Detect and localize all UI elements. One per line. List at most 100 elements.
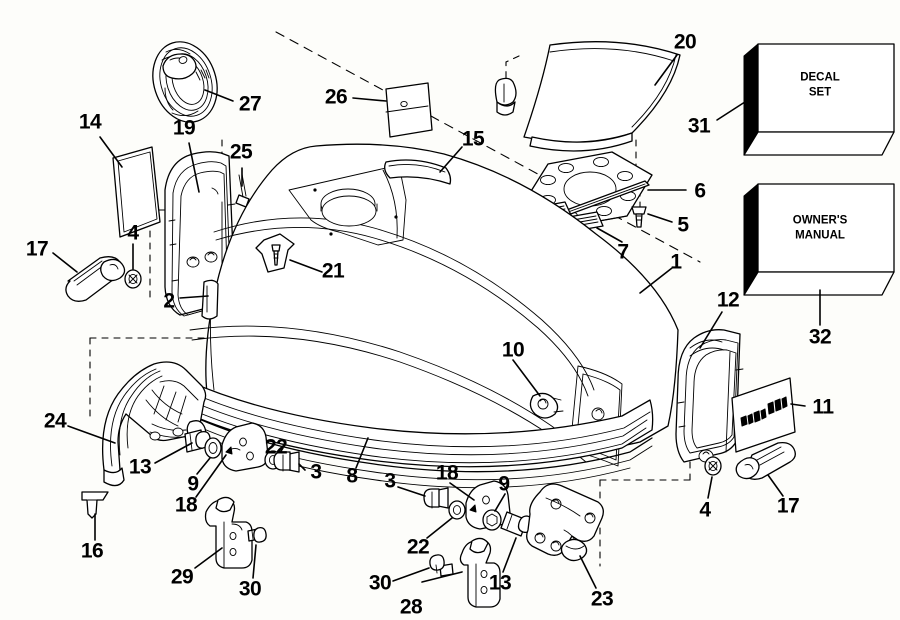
callout-22b: 22 <box>406 535 430 559</box>
leader-30-left <box>252 544 257 579</box>
callout-9b: 9 <box>498 472 510 496</box>
part-18-left-plate <box>221 422 269 472</box>
part-1-main-cowl <box>181 143 679 489</box>
callout-14: 14 <box>78 110 102 134</box>
owners-manual-box-label: OWNER'S MANUAL <box>792 214 848 241</box>
callout-18b: 18 <box>435 461 459 485</box>
callout-25: 25 <box>229 140 253 164</box>
part-30-left-screw <box>247 526 267 543</box>
callout-26: 26 <box>324 85 348 109</box>
leader-29 <box>194 547 223 569</box>
leader-10 <box>512 359 541 397</box>
leader-28 <box>421 571 463 583</box>
callout-3a: 3 <box>310 460 322 484</box>
leader-19 <box>188 142 200 193</box>
callout-13a: 13 <box>128 455 152 479</box>
callout-16: 16 <box>80 539 104 563</box>
leader-17-left <box>52 252 78 273</box>
part-16-mount <box>81 491 109 519</box>
part-4-right-grommet <box>704 456 722 476</box>
leader-5 <box>647 213 673 223</box>
leader-11 <box>790 403 806 407</box>
leader-12 <box>699 311 723 349</box>
part-14-panel <box>112 146 161 238</box>
leader-3-center <box>397 486 426 497</box>
part-9-left-washer <box>204 437 222 459</box>
part-24-bracket-arm <box>101 361 207 487</box>
callout-5: 5 <box>677 213 689 237</box>
callout-22a: 22 <box>264 435 288 459</box>
leader-3-left <box>298 463 306 471</box>
callout-24: 24 <box>43 409 67 433</box>
part-12-grille-panel <box>675 329 744 463</box>
leader-1 <box>639 267 673 294</box>
callout-8: 8 <box>346 464 358 488</box>
leader-13-left <box>154 442 193 464</box>
leader-14 <box>99 136 123 168</box>
callout-29: 29 <box>170 565 194 589</box>
leader-2 <box>179 295 209 299</box>
callout-6: 6 <box>694 179 706 203</box>
leader-8 <box>355 437 369 469</box>
part-19-grille-cover <box>164 151 240 319</box>
part-27-rope-coil <box>152 41 218 123</box>
callout-27: 27 <box>238 92 262 116</box>
leader-23 <box>579 555 597 589</box>
leader-9-center <box>494 493 506 512</box>
callout-28: 28 <box>399 595 423 619</box>
leader-18-left <box>195 454 227 498</box>
decal-logo-marks <box>740 396 788 427</box>
callout-7: 7 <box>617 240 629 264</box>
leader-31 <box>716 99 749 121</box>
callout-19: 19 <box>172 116 196 140</box>
callout-2: 2 <box>163 289 175 313</box>
part-4-left-grommet <box>124 269 142 289</box>
part-22-center-washer <box>448 500 466 520</box>
decal-set-box-label: DECAL SET <box>800 71 840 98</box>
callout-31: 31 <box>687 114 711 138</box>
callout-32: 32 <box>808 325 832 349</box>
part-32-owners-manual-box <box>743 183 895 296</box>
callout-3b: 3 <box>384 469 396 493</box>
leader-26 <box>352 97 387 102</box>
leader-21 <box>289 259 323 273</box>
callout-30a: 30 <box>238 577 262 601</box>
leader-30-right <box>392 567 430 582</box>
leader-22-center <box>426 517 453 539</box>
part-26-decal <box>385 82 433 138</box>
part-17-left-latch <box>65 256 126 302</box>
part-30-right-screw <box>429 554 454 577</box>
leader-27 <box>204 89 234 102</box>
leader-18-center <box>449 482 475 501</box>
part-5-screw <box>631 206 647 228</box>
callout-4b: 4 <box>699 498 711 522</box>
callout-17a: 17 <box>25 237 49 261</box>
callout-11: 11 <box>812 395 834 419</box>
leader-20 <box>654 54 678 86</box>
leader-9-left <box>196 457 211 475</box>
callout-30b: 30 <box>368 571 392 595</box>
callout-15: 15 <box>461 127 485 151</box>
callout-9a: 9 <box>187 472 199 496</box>
leader-17-right <box>767 474 784 497</box>
part-9-center-washer <box>482 509 502 531</box>
callout-18a: 18 <box>174 493 198 517</box>
callout-17b: 17 <box>776 494 800 518</box>
leader-7 <box>596 227 623 243</box>
callout-21: 21 <box>321 259 345 283</box>
callout-4a: 4 <box>127 221 139 245</box>
leader-15 <box>439 146 463 173</box>
part-20-top-cover <box>494 41 681 152</box>
callout-12: 12 <box>716 288 740 312</box>
leader-4-right <box>707 476 713 499</box>
callout-13b: 13 <box>488 571 512 595</box>
part-3-left-bolt <box>273 451 300 473</box>
part-17-right-latch <box>735 441 796 480</box>
part-28-latch-bracket <box>459 537 501 608</box>
part-3-center-bolt <box>423 487 449 509</box>
leader-24 <box>67 425 116 444</box>
part-11-logo-decal <box>731 377 796 453</box>
callout-10: 10 <box>501 338 525 362</box>
